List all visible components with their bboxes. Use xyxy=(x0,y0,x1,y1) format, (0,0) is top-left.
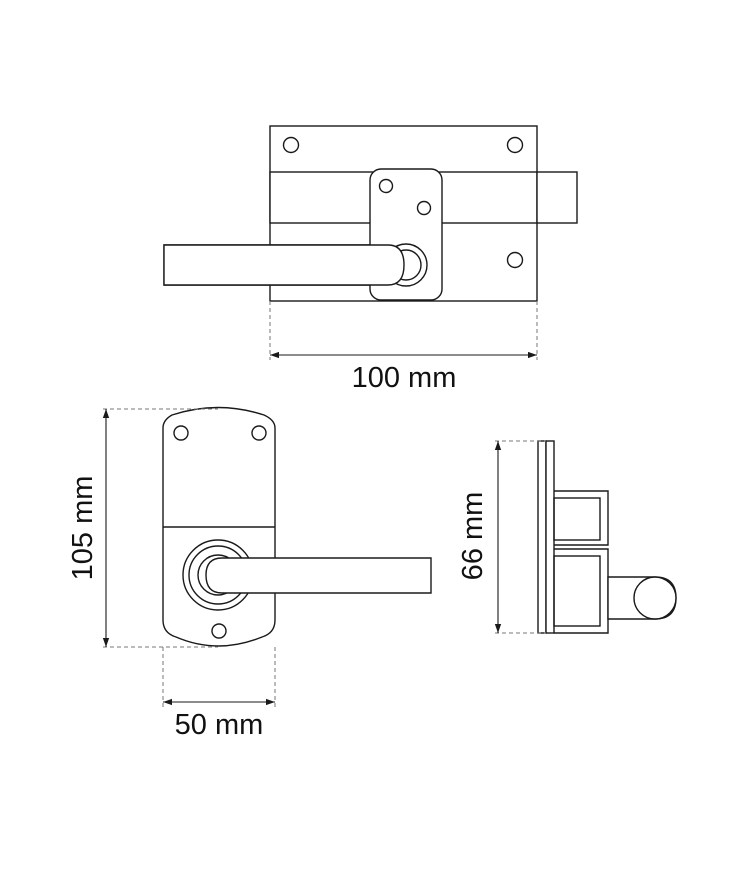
screw-hole-icon xyxy=(378,178,394,194)
screw-hole-icon xyxy=(211,623,227,639)
front-handle-lever xyxy=(205,557,432,594)
side-view: 66 mm xyxy=(457,440,677,634)
upper-housing xyxy=(554,490,609,546)
screw-hole-icon xyxy=(251,425,267,441)
screw-hole-icon xyxy=(416,200,432,216)
handle-lever-front xyxy=(163,244,405,286)
dimension-label-width: 100 mm xyxy=(352,362,457,394)
screw-hole-icon xyxy=(506,251,524,269)
bolt-end xyxy=(536,171,578,224)
screw-hole-icon xyxy=(173,425,189,441)
side-back-plate xyxy=(537,440,547,634)
screw-hole-icon xyxy=(282,136,300,154)
side-handle-end-icon xyxy=(633,576,677,620)
side-front-plate xyxy=(545,440,555,634)
dimension-label-front-width: 50 mm xyxy=(175,709,264,741)
screw-hole-icon xyxy=(506,136,524,154)
upper-housing-inner xyxy=(553,497,601,541)
front-view: 105 mm 50 mm xyxy=(67,406,432,741)
lower-housing-inner xyxy=(553,555,601,627)
dimension-label-height: 105 mm xyxy=(67,476,99,581)
top-view: 100 mm xyxy=(163,125,578,394)
dimension-label-depth: 66 mm xyxy=(457,492,489,581)
